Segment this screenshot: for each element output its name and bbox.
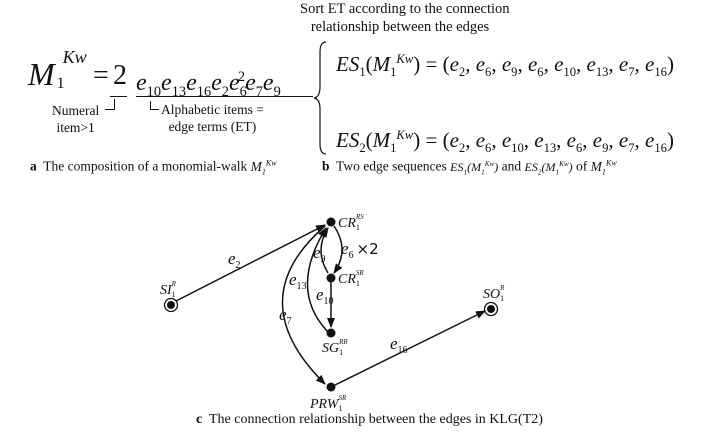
header-line-1: Sort ET according to the connection bbox=[300, 1, 510, 17]
numeral-bracket bbox=[105, 99, 115, 110]
edge-term: e7 bbox=[245, 70, 263, 100]
edge-label-e7: e7 bbox=[279, 305, 292, 327]
edge-term: e10 bbox=[136, 70, 162, 100]
edge-label-e6: e6×2 bbox=[341, 239, 379, 261]
edge-label-e2: e2 bbox=[228, 249, 241, 271]
edge-term: e16 bbox=[186, 70, 212, 100]
label-si-r: SI1R bbox=[160, 280, 177, 299]
sequence-item: e10 bbox=[501, 128, 524, 156]
edge-e2 bbox=[175, 224, 326, 302]
caption-a: a The composition of a monomial-walk M1K… bbox=[30, 158, 277, 177]
numeral-underline bbox=[110, 96, 127, 97]
edge-terms: e10e13e16e2e62e7e9 bbox=[136, 64, 281, 105]
sequence-item: e6 bbox=[527, 52, 544, 80]
edge-sequence-2: ES2(M1Kw) = (e2, e6, e10, e13, e6, e9, e… bbox=[336, 128, 674, 156]
edge-e6 bbox=[333, 225, 343, 274]
edge-sequence-1: ES1(M1Kw) = (e2, e6, e9, e6, e10, e13, e… bbox=[336, 52, 674, 80]
sequence-item: e9 bbox=[592, 128, 609, 156]
caption-b: b Two edge sequences ES1(M1Kw) and ES2(M… bbox=[322, 158, 617, 177]
edge-label-e9: e9 bbox=[313, 243, 326, 265]
label-prw-sr: PRW1SR bbox=[309, 394, 347, 413]
edge-term: e13 bbox=[161, 70, 187, 100]
sequence-item: e13 bbox=[586, 52, 609, 80]
edge-e7 bbox=[281, 225, 326, 385]
terms-underline bbox=[136, 96, 313, 97]
header-line-2: relationship between the edges bbox=[310, 19, 490, 35]
label-so-r: SO1R bbox=[483, 284, 505, 303]
node-cr-rs bbox=[326, 217, 336, 227]
node-cr-sr bbox=[326, 273, 336, 283]
numeral-item: 2 bbox=[113, 60, 127, 91]
edge-term: e9 bbox=[262, 70, 281, 100]
label-cr-rs: CR1RS bbox=[338, 213, 364, 232]
sequence-item: e9 bbox=[501, 52, 518, 80]
sequence-item: e2 bbox=[449, 128, 466, 156]
node-so-r bbox=[483, 301, 499, 317]
equals-sign: = bbox=[93, 60, 109, 91]
edge-label-e16: e16 bbox=[390, 334, 408, 356]
sequence-item: e6 bbox=[475, 52, 492, 80]
terms-bracket bbox=[150, 101, 159, 110]
sequence-item: e10 bbox=[554, 52, 576, 80]
edge-e16 bbox=[334, 310, 486, 386]
alphabetic-annotation: Alphabetic items =edge terms (ET) bbox=[161, 102, 264, 134]
sequence-item: e6 bbox=[475, 128, 492, 156]
sequence-item: e2 bbox=[449, 52, 466, 80]
sort-et-header: Sort ET according to the connection rela… bbox=[300, 0, 510, 36]
sequence-item: e7 bbox=[618, 128, 635, 156]
sequence-item: e7 bbox=[618, 52, 635, 80]
label-sg-rr: SG1RR bbox=[322, 338, 348, 357]
label-cr-sr: CR1SR bbox=[338, 269, 364, 288]
edge-label-e13: e13 bbox=[289, 270, 307, 292]
edge-term: e62 bbox=[229, 69, 247, 100]
edge-e13 bbox=[306, 227, 329, 333]
sequence-item: e6 bbox=[566, 128, 583, 156]
node-prw-sr bbox=[326, 382, 336, 392]
caption-c: c The connection relationship between th… bbox=[196, 412, 543, 427]
sequence-item: e16 bbox=[645, 128, 667, 156]
sequence-item: e16 bbox=[645, 52, 667, 80]
node-si-r bbox=[163, 297, 179, 313]
node-sg-rr bbox=[326, 328, 336, 338]
edge-term: e2 bbox=[211, 70, 229, 100]
curly-brace bbox=[313, 41, 327, 155]
sequence-item: e13 bbox=[534, 128, 557, 156]
